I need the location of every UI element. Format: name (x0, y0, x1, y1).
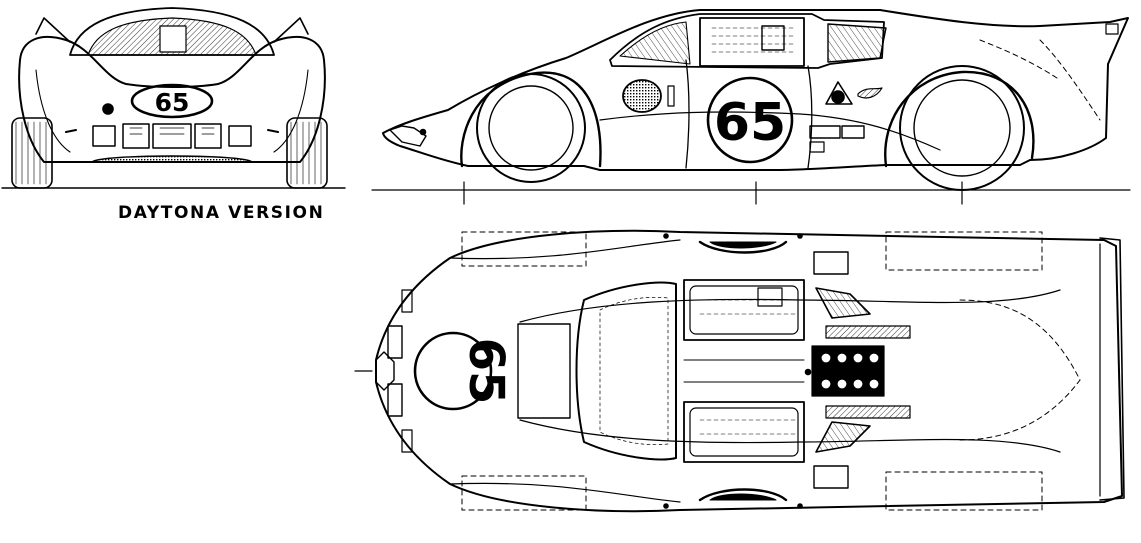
front-view-drawing: 65 (1, 7, 346, 189)
side-view-drawing: 65 (371, 9, 1131, 205)
top-view-drawing: 65 (354, 229, 1125, 513)
side-race-number: 65 (714, 93, 786, 153)
top-race-number: 65 (458, 338, 514, 405)
caption-daytona-version: DAYTONA VERSION (118, 203, 325, 223)
front-race-number: 65 (155, 88, 190, 117)
